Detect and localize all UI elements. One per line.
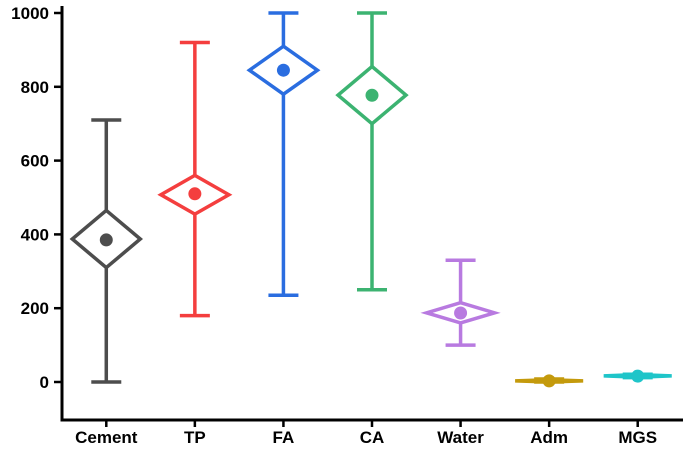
- y-tick-label-0: 0: [40, 373, 49, 392]
- category-label-FA: FA: [273, 428, 295, 447]
- y-tick-label-800: 800: [21, 78, 49, 97]
- category-label-CA: CA: [360, 428, 385, 447]
- category-label-Adm: Adm: [530, 428, 568, 447]
- series-Cement: [69, 118, 144, 384]
- mean-dot-FA: [276, 63, 290, 77]
- series-FA: [246, 11, 321, 298]
- series-CA: [335, 11, 409, 292]
- category-label-TP: TP: [184, 428, 206, 447]
- series-MGS: [603, 369, 672, 383]
- mean-dot-Water: [454, 306, 468, 320]
- series-Water: [420, 258, 501, 347]
- category-label-Cement: Cement: [75, 428, 138, 447]
- series-TP: [157, 40, 233, 318]
- y-tick-label-200: 200: [21, 299, 49, 318]
- mean-dot-CA: [365, 88, 379, 102]
- series-Adm: [515, 374, 584, 388]
- y-tick-label-1000: 1000: [11, 4, 49, 23]
- mean-dot-TP: [188, 187, 202, 201]
- mean-dot-Adm: [542, 374, 556, 388]
- y-tick-label-400: 400: [21, 225, 49, 244]
- category-label-MGS: MGS: [618, 428, 657, 447]
- mean-dot-Cement: [99, 233, 113, 247]
- mean-dot-MGS: [631, 369, 645, 383]
- category-label-Water: Water: [437, 428, 484, 447]
- y-tick-label-600: 600: [21, 152, 49, 171]
